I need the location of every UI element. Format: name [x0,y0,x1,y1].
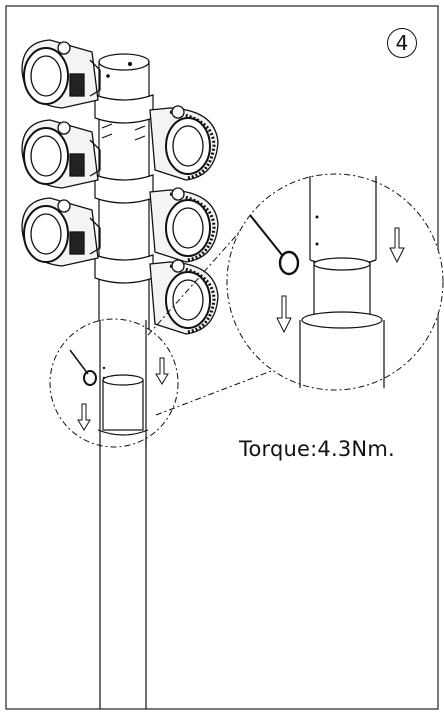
light-head-right-3 [149,259,219,335]
torque-label: Torque:4.3Nm. [239,437,395,461]
light-head-left-3 [21,197,101,267]
light-head-right-2 [149,187,219,263]
diagram-frame [5,5,439,710]
detail-circle-large [226,173,444,391]
step-number: 4 [395,31,409,55]
light-head-left-1 [21,39,101,109]
light-head-right-1 [149,105,219,181]
light-head-left-2 [21,119,101,189]
detail-circle-small [49,318,179,448]
clamp-rings [94,94,154,284]
step-number-badge: 4 [387,28,417,58]
